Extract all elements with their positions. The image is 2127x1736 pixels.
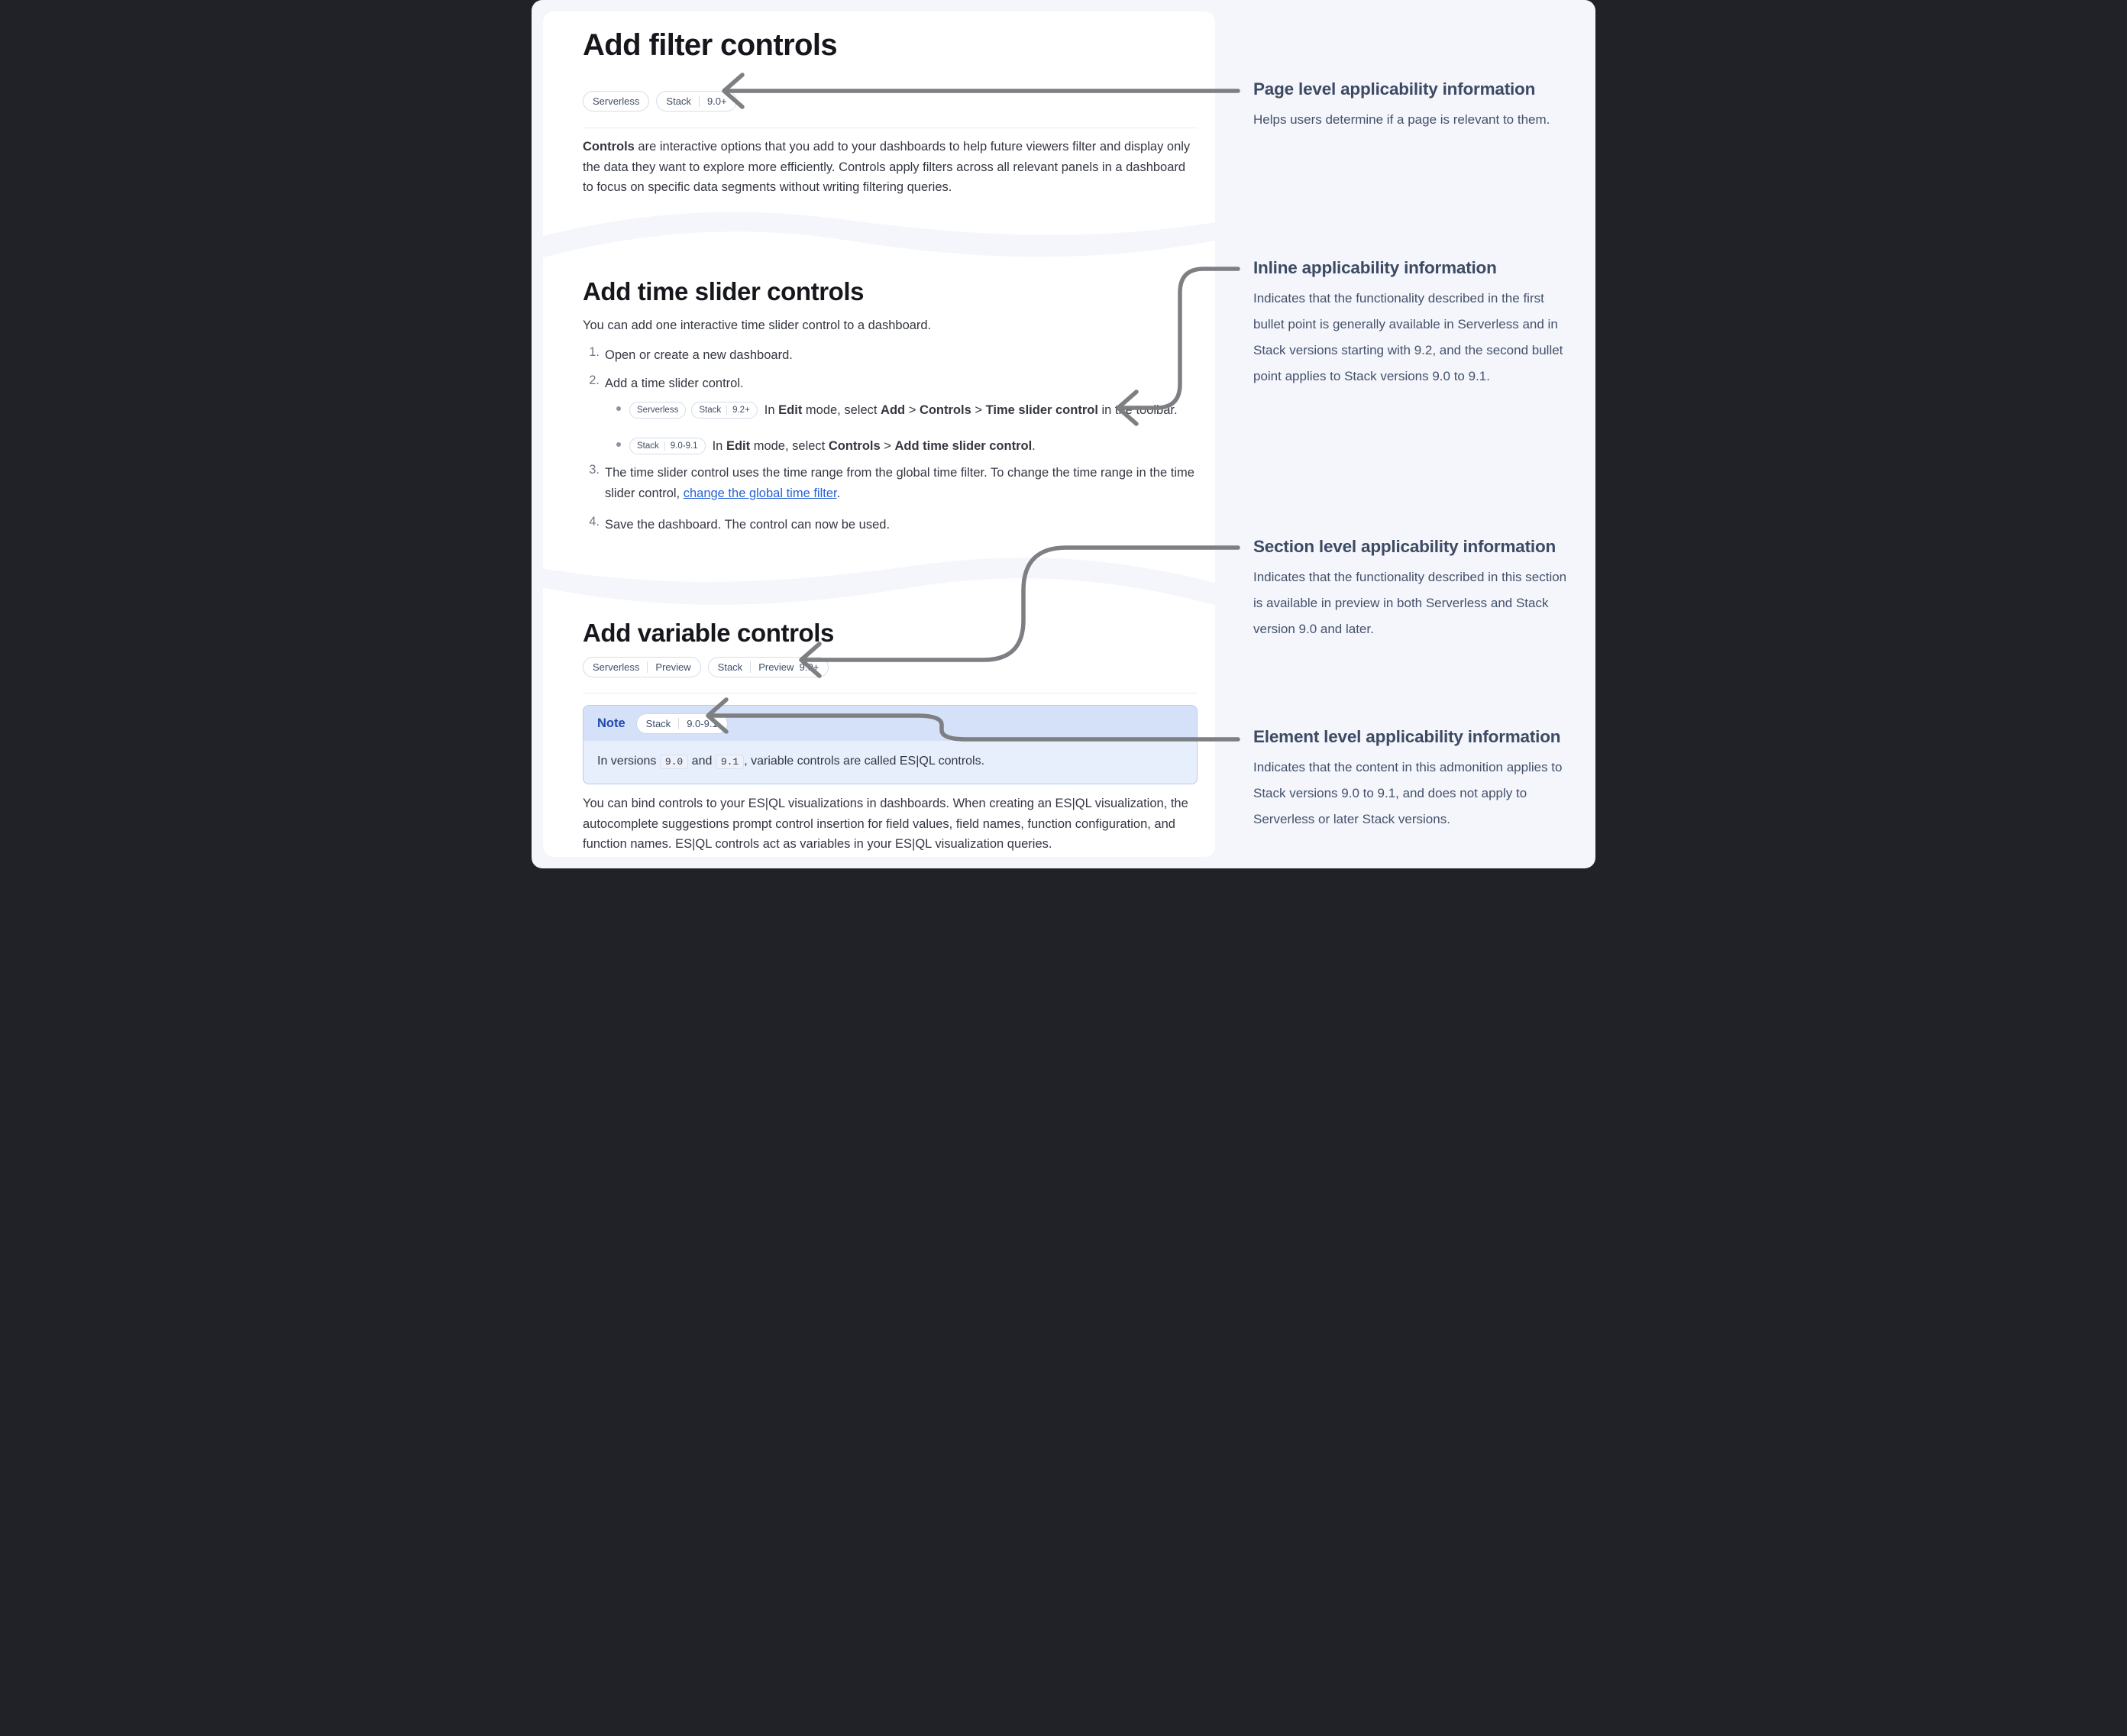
annotation-body: Indicates that the content in this admon… xyxy=(1253,760,1563,826)
annotation-title: Section level applicability information xyxy=(1253,537,1556,556)
badge-separator xyxy=(750,661,752,673)
step-number: 3. xyxy=(589,463,600,477)
applicability-badge: Serverless xyxy=(629,402,687,419)
bullet-dot xyxy=(616,406,621,411)
step-number: 2. xyxy=(589,373,600,387)
badge-separator xyxy=(726,406,728,415)
annotation-element-level: Element level applicability information … xyxy=(1253,727,1570,832)
note-label: Note xyxy=(597,716,625,730)
section-title-variable-controls: Add variable controls xyxy=(583,619,835,647)
step-number: 1. xyxy=(589,345,600,359)
annotation-section-level: Section level applicability information … xyxy=(1253,537,1570,642)
step-text: Save the dashboard. The control can now … xyxy=(605,518,891,532)
annotation-title: Inline applicability information xyxy=(1253,258,1497,277)
annotation-title: Page level applicability information xyxy=(1253,79,1536,99)
time-slider-intro: You can add one interactive time slider … xyxy=(583,318,932,332)
section-wave-divider xyxy=(543,212,1215,257)
step-text: The time slider control uses the time ra… xyxy=(605,466,1194,500)
esql-paragraph: You can bind controls to your ES|QL visu… xyxy=(583,797,1188,852)
step-text: Open or create a new dashboard. xyxy=(605,348,793,362)
section-wave-divider xyxy=(543,558,1215,606)
note-body-text: In versions 9.0 and 9.1, variable contro… xyxy=(597,755,985,769)
inline-code: 9.0 xyxy=(659,755,689,769)
bullet-dot xyxy=(616,442,621,447)
section-title-time-slider: Add time slider controls xyxy=(583,277,865,305)
annotation-body: Indicates that the functionality describ… xyxy=(1253,291,1563,383)
badge-separator xyxy=(664,441,665,451)
inline-code: 9.1 xyxy=(715,755,745,769)
step-text: Add a time slider control. xyxy=(605,377,744,390)
controls-intro-paragraph: Controls are interactive options that yo… xyxy=(583,140,1191,195)
applicability-badge: Serverless xyxy=(583,91,650,112)
annotation-title: Element level applicability information xyxy=(1253,727,1561,746)
annotation-inline-level: Inline applicability information Indicat… xyxy=(1253,258,1570,390)
badge-separator xyxy=(647,661,648,673)
annotation-page-level: Page level applicability information Hel… xyxy=(1253,79,1570,133)
badge-separator xyxy=(678,717,680,729)
page-title: Add filter controls xyxy=(583,28,838,62)
step-number: 4. xyxy=(589,515,600,529)
badge-separator xyxy=(698,95,700,107)
annotation-body: Helps users determine if a page is relev… xyxy=(1253,112,1550,127)
global-time-filter-link[interactable]: change the global time filter xyxy=(683,486,837,500)
annotation-body: Indicates that the functionality describ… xyxy=(1253,570,1567,636)
